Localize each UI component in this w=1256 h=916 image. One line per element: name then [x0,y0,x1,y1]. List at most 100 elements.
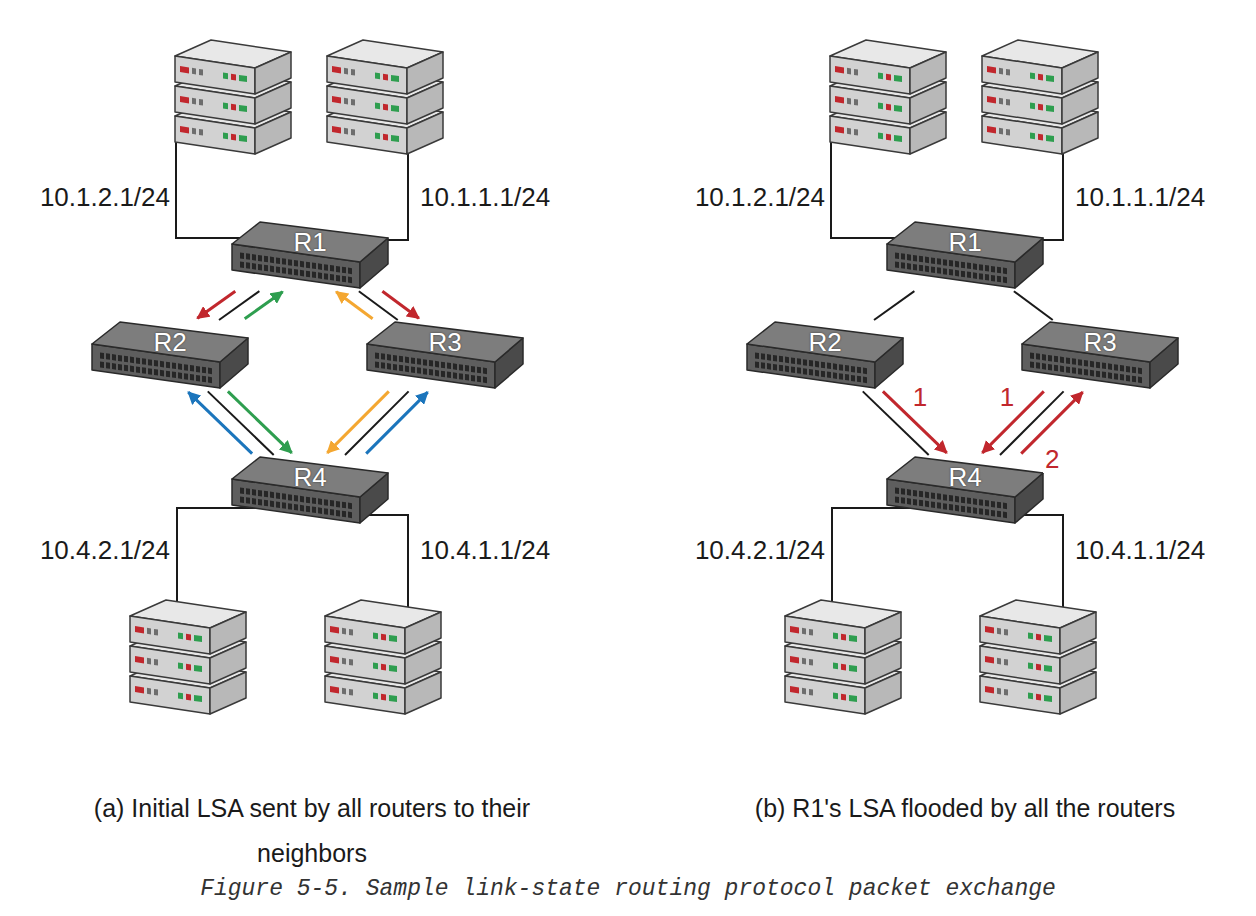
port [381,353,385,360]
port [1096,362,1100,369]
port [943,494,947,501]
port [318,263,322,270]
router-ports [895,252,1007,283]
port [246,488,250,495]
port [312,263,316,270]
port [318,507,322,514]
port [955,505,959,512]
port [967,507,971,514]
port [447,363,451,370]
subnet-label: 10.4.2.1/24 [40,535,170,566]
port [773,355,777,362]
port [779,356,783,363]
router-ports [1030,352,1142,383]
port [342,511,346,518]
port [1072,367,1076,374]
link-line [345,391,409,455]
port [931,266,935,273]
port [196,366,200,373]
port [937,267,941,274]
port [919,500,923,507]
port [124,365,128,372]
port [118,355,122,362]
port [1108,372,1112,379]
port [276,257,280,264]
subnet-label: 10.4.2.1/24 [695,535,825,566]
port [961,271,965,278]
port [815,361,819,368]
port [477,367,481,374]
port [172,372,176,379]
port [913,255,917,262]
port [118,364,122,371]
router-top [232,222,388,262]
port [785,366,789,373]
port [435,361,439,368]
port [1120,374,1124,381]
port [863,377,867,384]
port [411,366,415,373]
port [1138,377,1142,384]
port [453,372,457,379]
port [1060,366,1064,373]
port [1030,352,1034,359]
port [985,509,989,516]
port [845,374,849,381]
port [1084,369,1088,376]
router-ports [755,352,867,383]
port [240,261,244,268]
port [755,352,759,359]
port [955,496,959,503]
port [148,368,152,375]
port [276,492,280,499]
port [288,494,292,501]
port [863,368,867,375]
port [459,373,463,380]
router: R1 [230,220,390,290]
port [997,502,1001,509]
port [1132,367,1136,374]
port [405,357,409,364]
subnet-label: 10.4.1.1/24 [1075,535,1205,566]
router-name: R2 [808,327,841,357]
port [417,358,421,365]
port [100,361,104,368]
port [270,266,274,273]
port [246,497,250,504]
port [809,369,813,376]
port [423,359,427,366]
port [160,361,164,368]
port [1078,359,1082,366]
port [258,490,262,497]
port [330,274,334,281]
port [907,489,911,496]
port [393,355,397,362]
port [399,356,403,363]
port [258,499,262,506]
port [264,491,268,498]
port [483,368,487,375]
port [348,268,352,275]
port [997,267,1001,274]
port [1090,361,1094,368]
port [387,354,391,361]
port [827,372,831,379]
port [949,495,953,502]
port [324,264,328,271]
port [955,270,959,277]
port [821,362,825,369]
link-line [219,291,259,320]
port [270,257,274,264]
port [381,362,385,369]
port [324,499,328,506]
port [1138,368,1142,375]
router: R2 [745,320,905,390]
figure-caption: Figure 5-5. Sample link-state routing pr… [0,874,1256,904]
port [405,366,409,373]
port [288,268,292,275]
port [336,510,340,517]
port [931,257,935,264]
port [417,367,421,374]
port [773,364,777,371]
